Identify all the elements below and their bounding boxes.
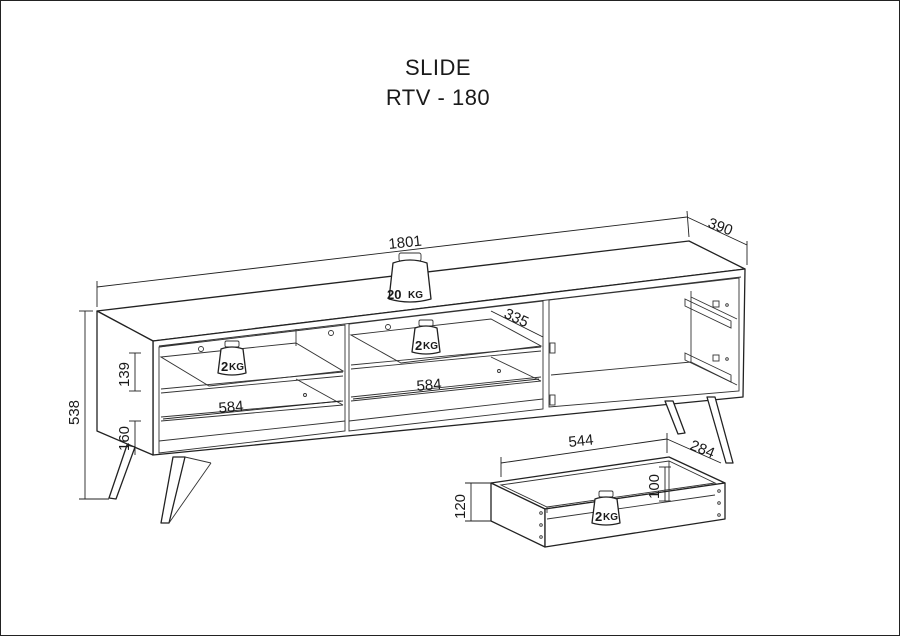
dim-drawer-inner-height-label: 100 bbox=[646, 474, 663, 499]
dim-depth-label: 390 bbox=[706, 215, 735, 240]
weight-middle-value: 2 bbox=[415, 338, 422, 353]
dim-drawer-width-label: 544 bbox=[568, 431, 595, 451]
title-block: SLIDE RTV - 180 bbox=[1, 53, 875, 113]
weight-top-value: 20 bbox=[387, 287, 401, 302]
product-name: SLIDE bbox=[404, 55, 472, 80]
dim-drawer-depth-label: 284 bbox=[688, 437, 718, 462]
weight-icon-top: 20 KG bbox=[387, 252, 432, 303]
dim-height-label: 538 bbox=[66, 400, 83, 425]
weight-icon-drawer: 2 KG bbox=[591, 490, 621, 526]
legs bbox=[108, 396, 734, 524]
dim-middle-width-label: 584 bbox=[416, 376, 442, 395]
dim-shelf-gap-label: 139 bbox=[116, 362, 133, 387]
dim-leg-height-label: 160 bbox=[116, 426, 133, 451]
dim-width-label: 1801 bbox=[388, 233, 423, 253]
weight-left-value: 2 bbox=[221, 359, 228, 374]
weight-top-unit: KG bbox=[408, 290, 423, 301]
weight-icon-left-shelf: 2 KG bbox=[217, 340, 247, 376]
weight-icon-middle-shelf: 2 KG bbox=[411, 319, 441, 355]
dim-left-width-label: 584 bbox=[218, 398, 244, 417]
weight-drawer-value: 2 bbox=[595, 509, 602, 524]
weight-drawer-unit: KG bbox=[603, 512, 618, 523]
dimension-lines bbox=[79, 210, 748, 522]
drawer bbox=[490, 456, 726, 548]
weight-left-unit: KG bbox=[229, 362, 244, 373]
dim-drawer-height-label: 120 bbox=[452, 494, 469, 519]
product-model: RTV - 180 bbox=[385, 85, 491, 110]
weight-middle-unit: KG bbox=[423, 341, 438, 352]
